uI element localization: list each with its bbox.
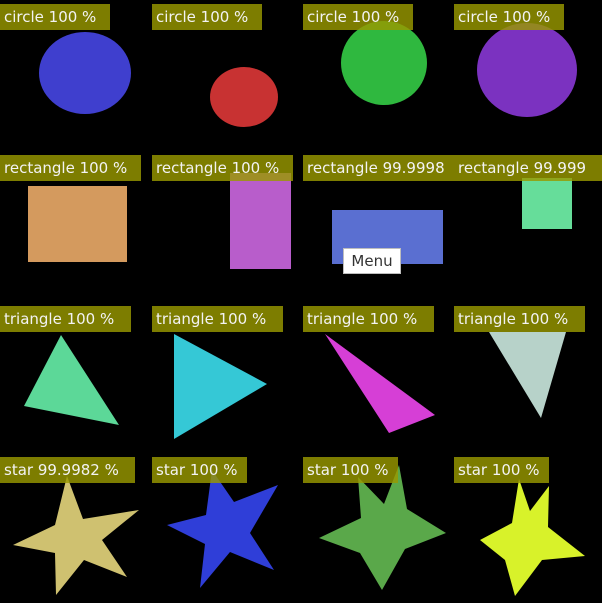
detection-label-14: star 100 % bbox=[152, 457, 247, 483]
circle-shape-2 bbox=[210, 67, 278, 127]
detection-label-7: rectangle 99.9998 bbox=[303, 155, 454, 181]
rectangle-shape-2 bbox=[230, 173, 291, 269]
star-shape-4 bbox=[480, 479, 585, 596]
triangle-shape-4 bbox=[489, 332, 566, 418]
context-menu-button[interactable]: Menu bbox=[343, 248, 401, 274]
detection-label-5: rectangle 100 % bbox=[0, 155, 141, 181]
detection-label-6: rectangle 100 % bbox=[152, 155, 293, 181]
circle-shape-1 bbox=[39, 32, 131, 114]
triangle-shape-2 bbox=[174, 334, 267, 439]
detection-label-13: star 99.9982 % bbox=[0, 457, 135, 483]
circle-shape-4 bbox=[477, 23, 577, 117]
triangle-shape-3 bbox=[325, 334, 435, 433]
detection-label-2: circle 100 % bbox=[152, 4, 262, 30]
star-shape-1 bbox=[13, 476, 139, 595]
detection-label-3: circle 100 % bbox=[303, 4, 413, 30]
detection-label-16: star 100 % bbox=[454, 457, 549, 483]
circle-shape-3 bbox=[341, 21, 427, 105]
detection-label-11: triangle 100 % bbox=[303, 306, 434, 332]
detection-label-4: circle 100 % bbox=[454, 4, 564, 30]
triangle-shape-1 bbox=[24, 335, 119, 425]
detection-label-15: star 100 % bbox=[303, 457, 398, 483]
detection-label-12: triangle 100 % bbox=[454, 306, 585, 332]
rectangle-shape-1 bbox=[28, 186, 127, 262]
detection-label-9: triangle 100 % bbox=[0, 306, 131, 332]
detection-label-8: rectangle 99.999 bbox=[454, 155, 602, 181]
star-shape-3 bbox=[319, 465, 446, 590]
detection-label-10: triangle 100 % bbox=[152, 306, 283, 332]
detection-label-1: circle 100 % bbox=[0, 4, 110, 30]
rectangle-shape-4 bbox=[522, 178, 572, 229]
star-shape-2 bbox=[167, 470, 278, 588]
